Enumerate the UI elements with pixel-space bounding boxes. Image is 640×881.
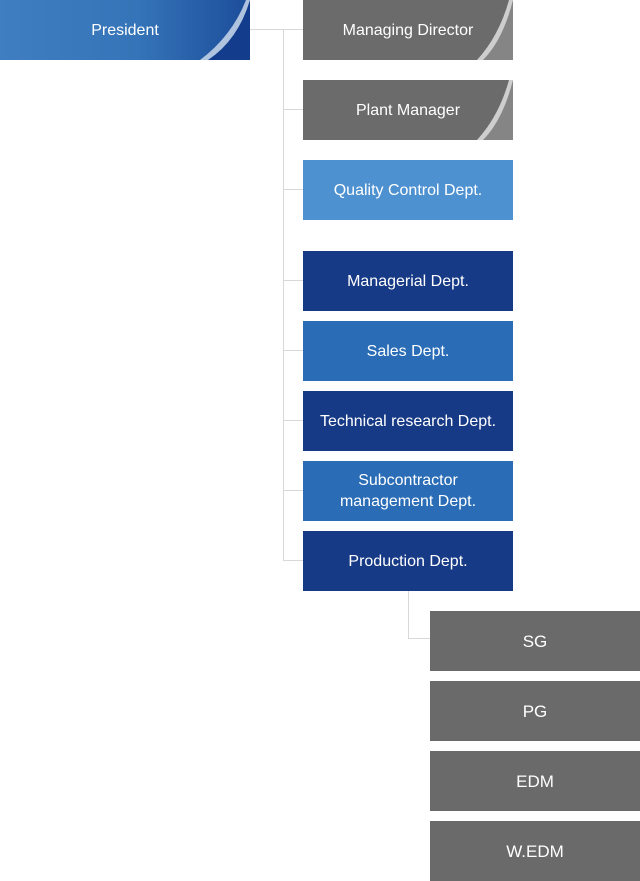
unit-pg-label: PG [522, 701, 548, 721]
president-box: President [0, 0, 250, 60]
connector-quality-control [283, 189, 303, 190]
connector-managerial [283, 280, 303, 281]
subcontractor-management-dept-label: Subcontractor management Dept. [339, 472, 477, 510]
unit-edm-box: EDM [430, 751, 640, 811]
unit-pg-box: PG [430, 681, 640, 741]
managing-director-box: Managing Director [303, 0, 513, 60]
connector-managing-director [283, 29, 303, 30]
unit-wedm-box: W.EDM [430, 821, 640, 881]
swoosh-decoration [477, 0, 513, 60]
plant-manager-label: Plant Manager [355, 101, 461, 119]
production-dept-box: Production Dept. [303, 531, 513, 591]
sales-dept-box: Sales Dept. [303, 321, 513, 381]
plant-manager-box: Plant Manager [303, 80, 513, 140]
quality-control-box: Quality Control Dept. [303, 160, 513, 220]
connector-president [250, 29, 283, 30]
managerial-dept-label: Managerial Dept. [347, 272, 469, 290]
swoosh-decoration [200, 0, 250, 60]
managerial-dept-box: Managerial Dept. [303, 251, 513, 311]
connector-trunk [283, 29, 284, 560]
connector-production [283, 560, 303, 561]
quality-control-label: Quality Control Dept. [333, 181, 483, 199]
sales-dept-label: Sales Dept. [366, 342, 450, 360]
swoosh-decoration [477, 80, 513, 140]
subcontractor-management-dept-box: Subcontractor management Dept. [303, 461, 513, 521]
connector-subcontractor [283, 490, 303, 491]
managing-director-label: Managing Director [342, 21, 474, 39]
connector-production-trunk [408, 590, 409, 639]
production-dept-label: Production Dept. [348, 552, 468, 570]
connector-plant-manager [283, 109, 303, 110]
technical-research-dept-box: Technical research Dept. [303, 391, 513, 451]
connector-sales [283, 350, 303, 351]
unit-edm-label: EDM [516, 771, 554, 791]
connector-production-units [408, 638, 430, 639]
unit-wedm-label: W.EDM [506, 841, 564, 861]
unit-sg-box: SG [430, 611, 640, 671]
president-label: President [91, 21, 159, 39]
unit-sg-label: SG [522, 631, 548, 651]
connector-technical [283, 420, 303, 421]
technical-research-dept-label: Technical research Dept. [319, 412, 497, 430]
